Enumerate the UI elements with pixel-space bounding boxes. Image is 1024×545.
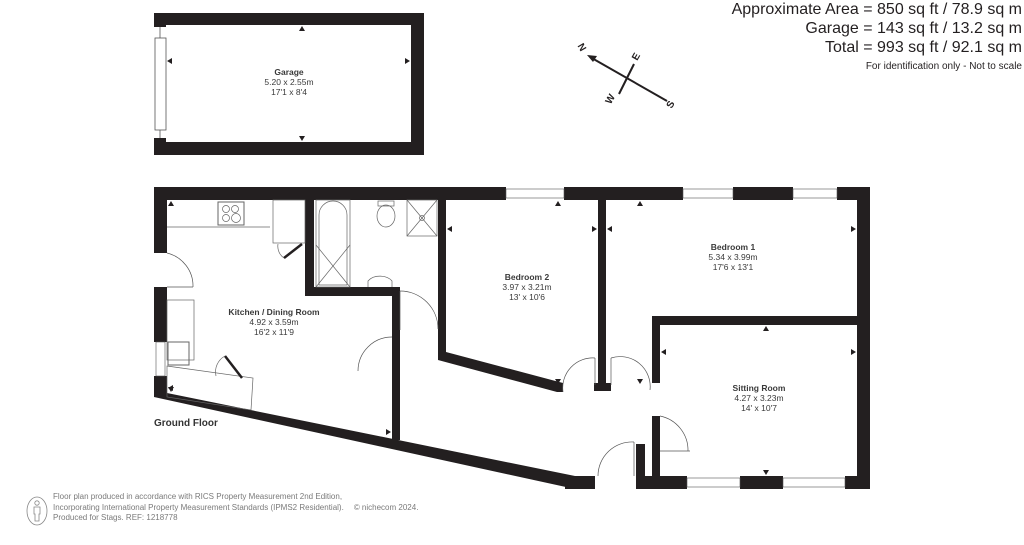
footer-line-1: Floor plan produced in accordance with R… (53, 492, 343, 501)
scale-disclaimer: For identification only - Not to scale (865, 61, 1022, 72)
room-label-kitchen: Kitchen / Dining Room 4.92 x 3.59m 16'2 … (228, 307, 320, 337)
footer-line-3: Produced for Stags. REF: 1218778 (53, 513, 178, 522)
basin-icon (367, 275, 393, 287)
ground-floor-walls (154, 187, 870, 489)
person-icon (26, 496, 48, 526)
compass-e: E (630, 51, 643, 63)
compass-w: W (604, 92, 619, 106)
footer-line-2: Incorporating International Property Mea… (53, 502, 344, 512)
copyright: © nichecom 2024. (353, 502, 419, 512)
approximate-area: Approximate Area = 850 sq ft / 78.9 sq m (731, 1, 1022, 18)
room-label-bedroom-1: Bedroom 1 5.34 x 3.99m 17'6 x 13'1 (708, 242, 758, 272)
compass-icon: N E S W (575, 42, 678, 111)
garage-dimension-arrows (167, 26, 410, 141)
windows (155, 188, 846, 488)
kitchen-fixtures (166, 199, 306, 411)
dimension-arrows (168, 201, 856, 475)
shower-tray-icon (406, 199, 438, 237)
bathroom-fixtures (315, 199, 438, 288)
bath-icon (318, 200, 348, 286)
sink-icon (167, 341, 190, 366)
garage-structure (154, 13, 424, 155)
compass-s: S (665, 99, 678, 111)
area-summary: Approximate Area = 850 sq ft / 78.9 sq m… (732, 0, 1022, 74)
toilet-icon (376, 204, 396, 228)
total-area: Total = 993 sq ft / 92.1 sq m (825, 39, 1022, 56)
room-label-sitting-room: Sitting Room 4.27 x 3.23m 14' x 10'7 (732, 383, 786, 413)
hob-icon (217, 201, 245, 226)
floor-label: Ground Floor (154, 418, 218, 429)
compass-n: N (575, 42, 588, 54)
garage-area: Garage = 143 sq ft / 13.2 sq m (805, 20, 1022, 37)
room-label-garage: Garage 5.20 x 2.55m 17'1 x 8'4 (264, 67, 314, 97)
toilet-cistern-icon (377, 200, 395, 207)
garage-door (154, 37, 167, 131)
room-label-bedroom-2: Bedroom 2 3.97 x 3.21m 13' x 10'6 (502, 272, 552, 302)
door-swings (166, 252, 690, 477)
